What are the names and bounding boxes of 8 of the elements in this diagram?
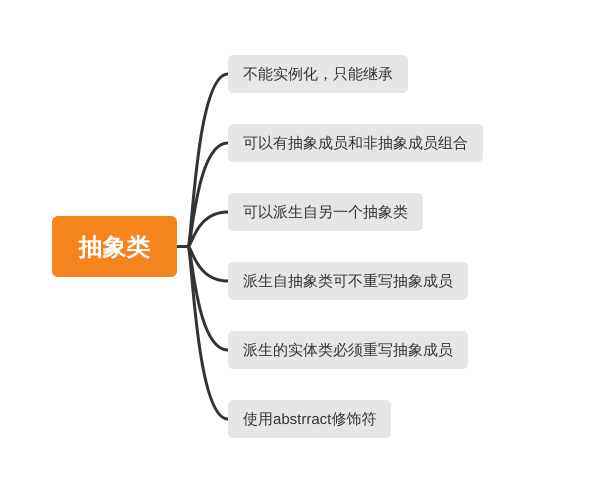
subtopic-box: 派生的实体类必须重写抽象成员 — [228, 331, 468, 369]
subtopic-box: 可以派生自另一个抽象类 — [228, 193, 423, 231]
subtopic-box: 可以有抽象成员和非抽象成员组合 — [228, 124, 483, 162]
subtopic-box: 不能实例化，只能继承 — [228, 55, 408, 93]
connector-line — [177, 245, 229, 420]
central-topic-box: 抽象类 — [52, 216, 177, 277]
subtopic-box: 使用abstrract修饰符 — [228, 400, 392, 438]
subtopic-box: 派生自抽象类可不重写抽象成员 — [228, 262, 468, 300]
